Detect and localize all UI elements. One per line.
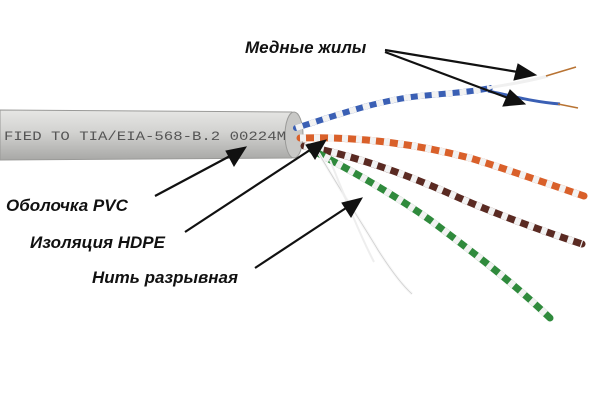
arrow-copper-1 [384, 48, 538, 81]
rip-cord [316, 151, 414, 296]
arrow-sheath [154, 146, 248, 197]
label-pvc-sheath: Оболочка PVC [6, 196, 128, 215]
arrow-insulation [184, 139, 328, 233]
blue-twisted-pair [293, 66, 579, 131]
copper-conductor-2 [557, 103, 579, 109]
pvc-sheath: FIED TO TIA/EIA-568-B.2 00224M [0, 109, 304, 161]
arrow-rip-cord [254, 197, 364, 269]
cable-marking: FIED TO TIA/EIA-568-B.2 00224M [4, 129, 286, 144]
label-copper-conductors: Медные жилы [245, 38, 367, 57]
orange-twisted-pair [296, 134, 588, 200]
green-twisted-pair [308, 146, 554, 322]
arrow-copper-2 [384, 50, 527, 107]
label-hdpe-insulation: Изоляция HDPE [30, 233, 165, 252]
label-rip-cord: Нить разрывная [92, 268, 239, 287]
copper-conductor-1 [545, 66, 577, 77]
pointer-arrows [154, 48, 538, 269]
brown-twisted-pair [300, 142, 586, 248]
